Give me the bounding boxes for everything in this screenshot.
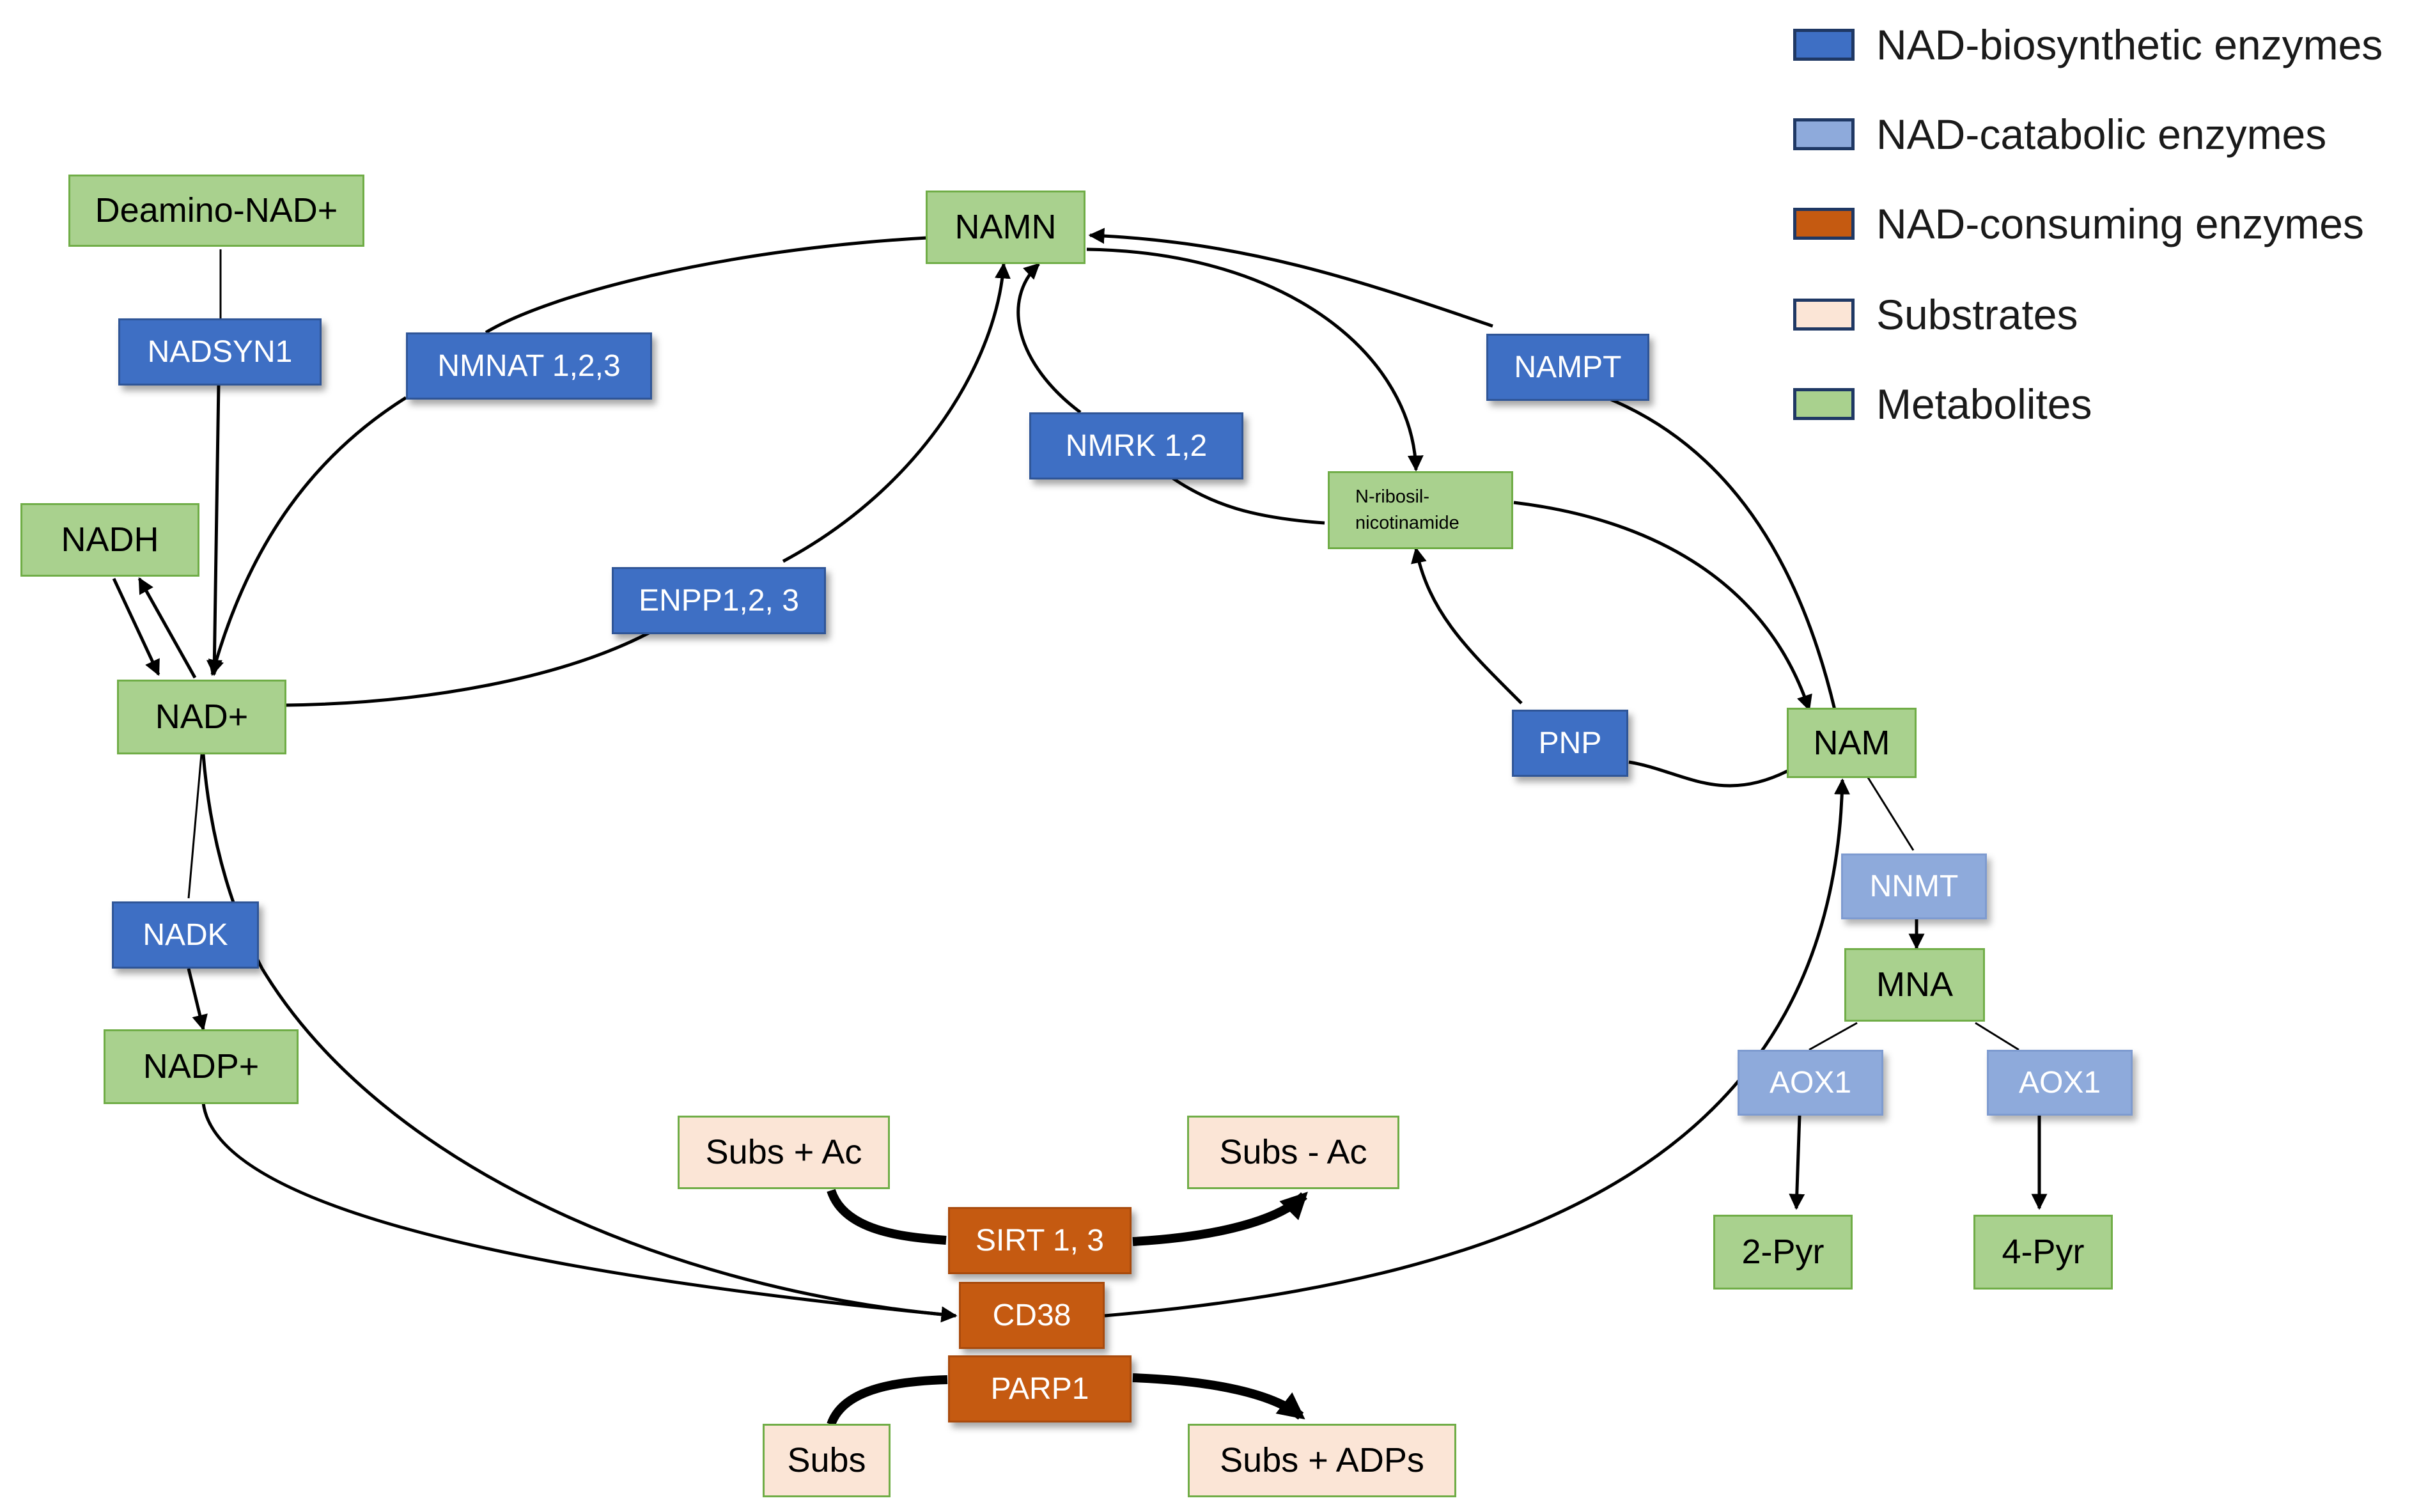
nadh-node: NADH: [20, 503, 199, 577]
subs-node: Subs: [763, 1424, 891, 1497]
cd38-enzyme: CD38: [959, 1282, 1105, 1349]
mna-to-aox1-left-line: [1809, 1022, 1858, 1051]
legend-item-substrates: Substrates: [1793, 291, 2078, 338]
pnp-to-nribosil-arrow: [1411, 547, 1523, 705]
legend-label-catabolic: NAD-catabolic enzymes: [1876, 111, 2327, 158]
nadsyn1-enzyme: NADSYN1: [118, 318, 322, 386]
nadp-to-cd38-arrow: [201, 1102, 958, 1323]
nmrk-to-namn-arrow: [1016, 263, 1082, 414]
legend-swatch-biosynthetic: [1793, 29, 1855, 61]
sirt-to-subs-minus-ac-arrow: [1132, 1192, 1308, 1246]
nad-to-enpp-line: [286, 631, 650, 707]
nadp-plus-node: NADP+: [104, 1029, 299, 1104]
cd38-from-nad-arrow: [260, 967, 958, 1323]
n-ribosil-nicotinamide-node: N-ribosil-nicotinamide: [1328, 471, 1513, 549]
deamino-nad-node: Deamino-NAD+: [68, 175, 364, 247]
nam-node: NAM: [1787, 708, 1917, 778]
legend-label-metabolites: Metabolites: [1876, 380, 2092, 428]
parp1-enzyme: PARP1: [948, 1355, 1132, 1422]
namn-to-nribosil-arrow: [1086, 247, 1424, 472]
nam-to-nnmt-line: [1865, 775, 1915, 851]
mna-node: MNA: [1844, 948, 1985, 1022]
nribosil-to-nam-arrow: [1513, 501, 1812, 712]
subs-ac-to-sirt-line: [827, 1189, 947, 1245]
nmnat-enzyme: NMNAT 1,2,3: [406, 332, 652, 400]
nadh-to-nad-arrow: [112, 577, 160, 676]
legend-item-biosynthetic: NAD-biosynthetic enzymes: [1793, 21, 2383, 68]
legend-swatch-consuming: [1793, 208, 1855, 240]
mna-to-aox1-right-line: [1975, 1022, 2019, 1051]
n-ribosil-line2: nicotinamide: [1355, 513, 1459, 533]
nad-to-nadh-arrow: [137, 577, 197, 679]
legend-label-biosynthetic: NAD-biosynthetic enzymes: [1876, 21, 2383, 68]
legend-swatch-metabolites: [1793, 388, 1855, 420]
nam-to-pnp-line: [1628, 760, 1790, 788]
subs-plus-ac-node: Subs + Ac: [678, 1116, 890, 1189]
nmrk-enzyme: NMRK 1,2: [1029, 412, 1243, 479]
enpp-enzyme: ENPP1,2, 3: [612, 567, 826, 634]
namn-node: NAMN: [926, 191, 1085, 264]
nad-plus-node: NAD+: [117, 680, 286, 754]
nadk-enzyme: NADK: [112, 901, 259, 969]
legend-item-consuming: NAD-consuming enzymes: [1793, 200, 2364, 247]
subs-to-parp1-line: [827, 1375, 948, 1426]
subs-plus-adps-node: Subs + ADPs: [1188, 1424, 1456, 1497]
aox1-right-enzyme: AOX1: [1987, 1050, 2133, 1116]
n-ribosil-label: N-ribosil-nicotinamide: [1355, 484, 1459, 536]
cd38-to-nam-arrow: [1104, 778, 1851, 1318]
legend-swatch-catabolic: [1793, 118, 1855, 150]
sirt-enzyme: SIRT 1, 3: [948, 1207, 1132, 1274]
nmnat-to-nad-arrow: [208, 396, 407, 676]
subs-minus-ac-node: Subs - Ac: [1187, 1116, 1399, 1189]
nad-to-nadk-line: [187, 754, 203, 899]
pnp-enzyme: PNP: [1512, 710, 1628, 777]
pyr4-node: 4-Pyr: [1973, 1215, 2113, 1290]
legend-swatch-substrates: [1793, 299, 1855, 331]
nribosil-to-nmrk-line: [1169, 474, 1325, 525]
nampt-to-namn-arrow: [1088, 228, 1493, 328]
nadsyn1-to-nad-arrow: [206, 383, 222, 676]
legend-item-metabolites: Metabolites: [1793, 380, 2092, 428]
legend-item-catabolic: NAD-catabolic enzymes: [1793, 111, 2326, 158]
n-ribosil-line1: N-ribosil-: [1355, 487, 1429, 508]
pyr2-node: 2-Pyr: [1713, 1215, 1853, 1290]
namn-to-nmnat-line: [485, 236, 928, 334]
legend-label-consuming: NAD-consuming enzymes: [1876, 200, 2364, 247]
parp1-to-subs-adps-arrow: [1132, 1373, 1305, 1420]
aox1-left-enzyme: AOX1: [1738, 1050, 1883, 1116]
nam-to-nampt-line: [1610, 398, 1837, 710]
enpp-to-namn-arrow: [782, 262, 1011, 563]
legend-label-substrates: Substrates: [1876, 291, 2078, 338]
nnmt-enzyme: NNMT: [1841, 853, 1987, 919]
aox1-to-2pyr-arrow: [1789, 1115, 1805, 1210]
nadk-to-nadp-arrow: [187, 968, 208, 1031]
nampt-enzyme: NAMPT: [1486, 334, 1649, 401]
